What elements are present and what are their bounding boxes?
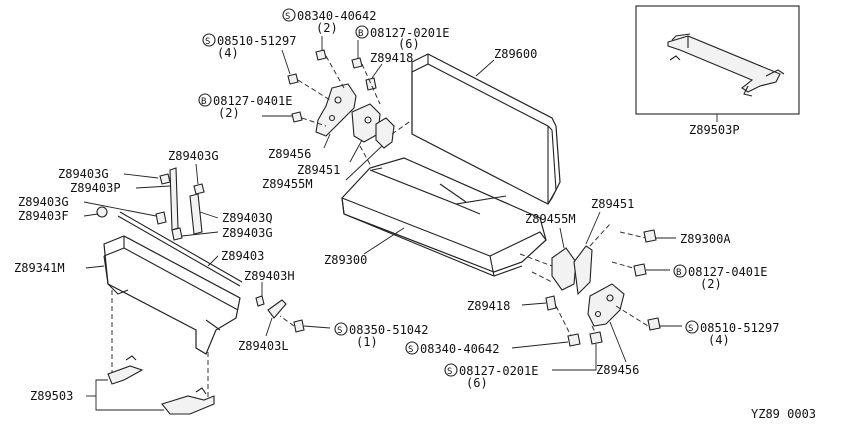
bolt-group-right (567, 229, 661, 347)
label-z89418-bottom: Z89418 (467, 299, 510, 313)
svg-text:(2): (2) (316, 21, 338, 35)
label-z89455m-left: Z89455M (262, 177, 313, 191)
label-z89455m-right: Z89455M (525, 212, 576, 226)
callout-b-08127-0401-right: B 08127-0401E (2) (646, 264, 767, 291)
seat-frame-z89341m (103, 235, 241, 355)
callout-b-08127-0401-top: B 08127-0401E (2) (198, 93, 292, 120)
clip-z89403h (255, 295, 265, 307)
svg-text:B: B (676, 268, 681, 278)
svg-text:08127-0201E: 08127-0201E (459, 364, 538, 378)
label-z89300: Z89300 (324, 253, 367, 267)
svg-text:(2): (2) (218, 106, 240, 120)
label-z89403: Z89403 (221, 249, 264, 263)
label-z89403h: Z89403H (244, 269, 295, 283)
callout-b-08127-0201-top: B 08127-0201E (6) (355, 25, 449, 58)
label-z89451-right: Z89451 (591, 197, 634, 211)
callout-s-08510-right: S 08510-51297 (4) (660, 320, 779, 347)
callout-s-08127-0201-bottom: S 08127-0201E (6) (444, 344, 597, 390)
label-z89341m: Z89341M (14, 261, 65, 275)
svg-text:08350-51042: 08350-51042 (349, 323, 428, 337)
label-z89503: Z89503 (30, 389, 73, 403)
callout-s-08510-top: S 08510-51297 (4) (202, 33, 296, 75)
label-z89456-left: Z89456 (268, 147, 311, 161)
svg-text:B: B (201, 97, 206, 107)
svg-text:08340-40642: 08340-40642 (420, 342, 499, 356)
inset-frame (635, 5, 800, 115)
label-z89403p: Z89403P (70, 181, 121, 195)
svg-text:S: S (285, 12, 290, 22)
svg-text:S: S (408, 345, 413, 355)
hinge-bracket-right (587, 283, 625, 327)
svg-text:08510-51297: 08510-51297 (217, 34, 296, 48)
label-z89403g-a: Z89403G (58, 167, 109, 181)
svg-text:08127-0401E: 08127-0401E (688, 265, 767, 279)
svg-text:B: B (358, 29, 363, 39)
label-z89503p: Z89503P (689, 123, 740, 137)
label-z89403g-b: Z89403G (18, 195, 69, 209)
label-z89451-left: Z89451 (297, 163, 340, 177)
rod-z89403 (96, 167, 243, 287)
pin-z89418-bottom (545, 295, 557, 311)
label-z89403g-top: Z89403G (168, 149, 219, 163)
svg-text:08127-0401E: 08127-0401E (213, 94, 292, 108)
callout-s-08340-bottom: S 08340-40642 (405, 341, 569, 356)
svg-text:08127-0201E: 08127-0201E (370, 26, 449, 40)
svg-text:(4): (4) (708, 333, 730, 347)
bolt-08350 (293, 319, 305, 333)
lever-z89403l (267, 299, 287, 319)
label-z89403f: Z89403F (18, 209, 69, 223)
bracket-z89503 (107, 355, 215, 415)
bolt-group-top-left (287, 49, 381, 127)
hinge-bracket-left (315, 83, 357, 137)
diagram-code: YZ89 0003 (751, 407, 816, 421)
hinge-cover-left (375, 117, 395, 149)
svg-text:S: S (688, 324, 693, 334)
label-z89403l: Z89403L (238, 339, 289, 353)
label-z89418-top: Z89418 (370, 51, 413, 65)
svg-text:08510-51297: 08510-51297 (700, 321, 779, 335)
inset-bracket-drawing (667, 33, 785, 97)
callout-s-08350: S 08350-51042 (1) (334, 322, 428, 349)
svg-text:(6): (6) (466, 376, 488, 390)
svg-text:(4): (4) (217, 46, 239, 60)
seat-back (411, 53, 561, 205)
svg-text:S: S (337, 326, 342, 336)
label-z89600: Z89600 (494, 47, 537, 61)
svg-text:S: S (205, 37, 210, 47)
callout-s-08340-top: S 08340-40642 (2) (282, 8, 376, 50)
svg-text:(2): (2) (700, 277, 722, 291)
pin-z89418-top (365, 77, 377, 91)
svg-text:(6): (6) (398, 37, 420, 51)
label-z89403g-c: Z89403G (222, 226, 273, 240)
hinge-cover-right (551, 247, 577, 291)
svg-text:(1): (1) (356, 335, 378, 349)
label-z89456-right: Z89456 (596, 363, 639, 377)
hinge-plate-right (573, 245, 593, 296)
svg-text:S: S (447, 367, 452, 377)
svg-text:08340-40642: 08340-40642 (297, 9, 376, 23)
label-z89403q: Z89403Q (222, 211, 273, 225)
label-z89300a: Z89300A (680, 232, 731, 246)
